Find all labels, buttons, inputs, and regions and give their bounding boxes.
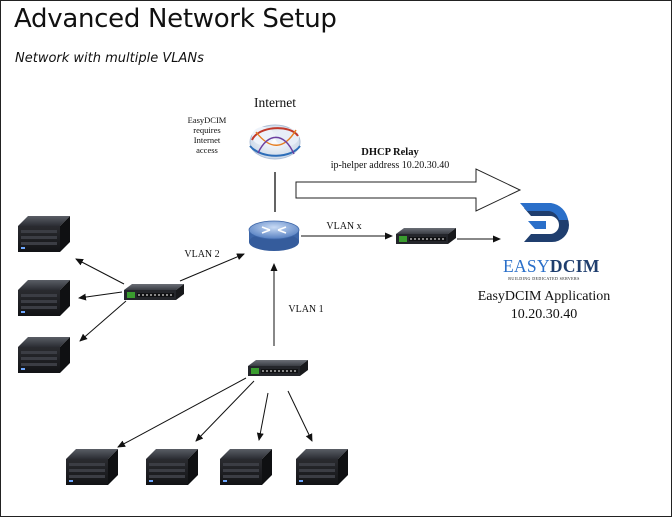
vlan-1-switch-icon	[248, 360, 308, 376]
note-line: requires	[193, 125, 220, 135]
server-icon	[146, 449, 198, 485]
server-icon	[66, 449, 118, 485]
internet-requirement-note: EasyDCIM requires Internet access	[188, 115, 227, 155]
easydcim-wordmark: EASYDCIM	[503, 256, 600, 276]
dhcp-relay-arrow	[295, 168, 522, 212]
distribution-switch-icon	[396, 228, 456, 244]
server-icon	[18, 337, 70, 373]
dhcp-relay-title: DHCP Relay	[361, 147, 419, 158]
application-ip: 10.20.30.40	[511, 307, 578, 322]
vlan-2-server-link	[79, 300, 127, 342]
vlan-1-server-link	[195, 380, 255, 442]
page-title: Advanced Network Setup	[14, 4, 337, 34]
internet-label: Internet	[254, 95, 296, 110]
vlan-2-link	[179, 253, 245, 282]
internet-cloud-icon	[249, 124, 301, 160]
vlan-1-server-link	[287, 390, 313, 442]
vlan-2-server-link	[78, 291, 123, 301]
vlan-2-label: VLAN 2	[184, 249, 219, 260]
easydcim-logo-icon	[520, 203, 569, 242]
server-icon	[18, 216, 70, 252]
vlan-1-label: VLAN 1	[288, 304, 323, 315]
server-icon	[18, 280, 70, 316]
page-subtitle: Network with multiple VLANs	[15, 51, 204, 66]
vlan-x-label: VLAN x	[326, 221, 361, 232]
server-icon	[296, 449, 348, 485]
vlan-2-switch-icon	[124, 284, 184, 300]
note-line: Internet	[194, 135, 221, 145]
router-icon	[248, 220, 300, 251]
vlan-1-server-link	[117, 377, 247, 448]
vlan-1-server-link	[256, 392, 269, 441]
application-name: EasyDCIM Application	[478, 289, 611, 304]
wordmark-left: EASY	[503, 256, 550, 276]
note-line: access	[196, 145, 218, 155]
note-line: EasyDCIM	[188, 115, 227, 125]
dhcp-relay-detail: ip-helper address 10.20.30.40	[331, 160, 450, 171]
wordmark-right: DCIM	[550, 256, 600, 276]
server-icon	[220, 449, 272, 485]
logo-tagline: BUILDING DEDICATED SERVERS	[508, 276, 579, 281]
vlan-2-server-link	[75, 258, 125, 285]
